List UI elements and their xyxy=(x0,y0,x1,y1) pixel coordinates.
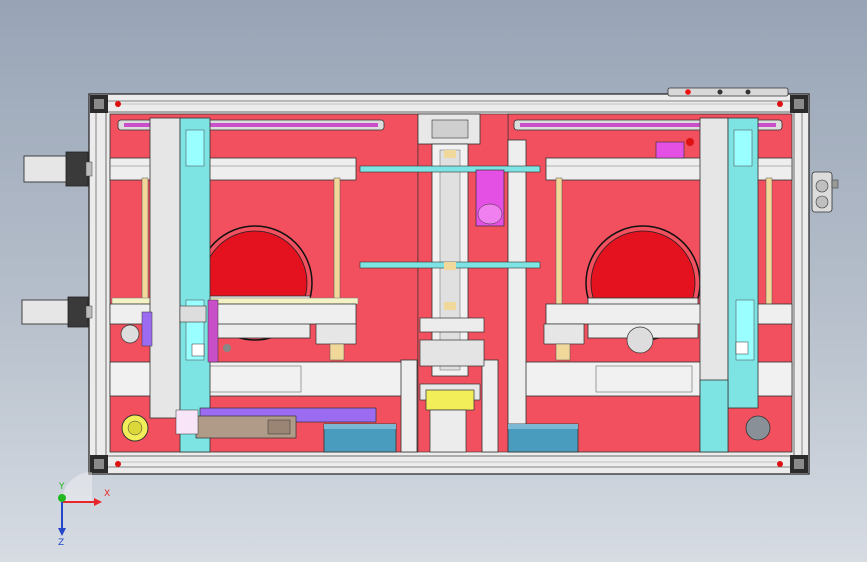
magenta-motor[interactable] xyxy=(475,169,505,227)
z-axis-label: Z xyxy=(58,538,64,548)
corner-bracket-top-left xyxy=(90,95,108,113)
x-axis-label: X xyxy=(104,489,110,499)
z-axis-arrow xyxy=(58,528,66,536)
y-axis-marker xyxy=(58,494,66,502)
control-button-strip[interactable] xyxy=(667,87,789,97)
yellow-actuator-center[interactable] xyxy=(419,383,481,453)
corner-bracket-bottom-left xyxy=(90,455,108,473)
y-axis-label: Y xyxy=(58,482,65,492)
frame-red-markers xyxy=(115,101,783,467)
cyan-column-left[interactable] xyxy=(149,117,211,453)
valve-fitting-right[interactable] xyxy=(811,171,839,213)
x-axis-arrow xyxy=(94,498,102,506)
center-side-columns xyxy=(400,139,527,453)
guide-shafts xyxy=(141,177,773,319)
corner-bracket-bottom-right xyxy=(790,455,808,473)
center-lift-assembly[interactable] xyxy=(359,113,541,377)
corner-bracket-top-right xyxy=(790,95,808,113)
teal-box-left[interactable] xyxy=(323,423,397,453)
frame-standoffs xyxy=(223,138,694,352)
upper-beam-left xyxy=(109,157,357,181)
stepper-motor-bottom-left[interactable] xyxy=(21,296,93,328)
magenta-blocks xyxy=(141,141,685,363)
teal-box-right[interactable] xyxy=(507,423,579,453)
yellow-button-left[interactable] xyxy=(121,414,149,442)
cyan-column-right[interactable] xyxy=(699,117,759,453)
stepper-motor-top-left[interactable] xyxy=(23,151,93,187)
cylinder-blocks xyxy=(120,323,654,361)
grey-round-port-right xyxy=(745,415,771,441)
purple-slide-unit[interactable] xyxy=(175,407,377,439)
coordinate-triad[interactable]: X Y Z xyxy=(58,472,110,548)
